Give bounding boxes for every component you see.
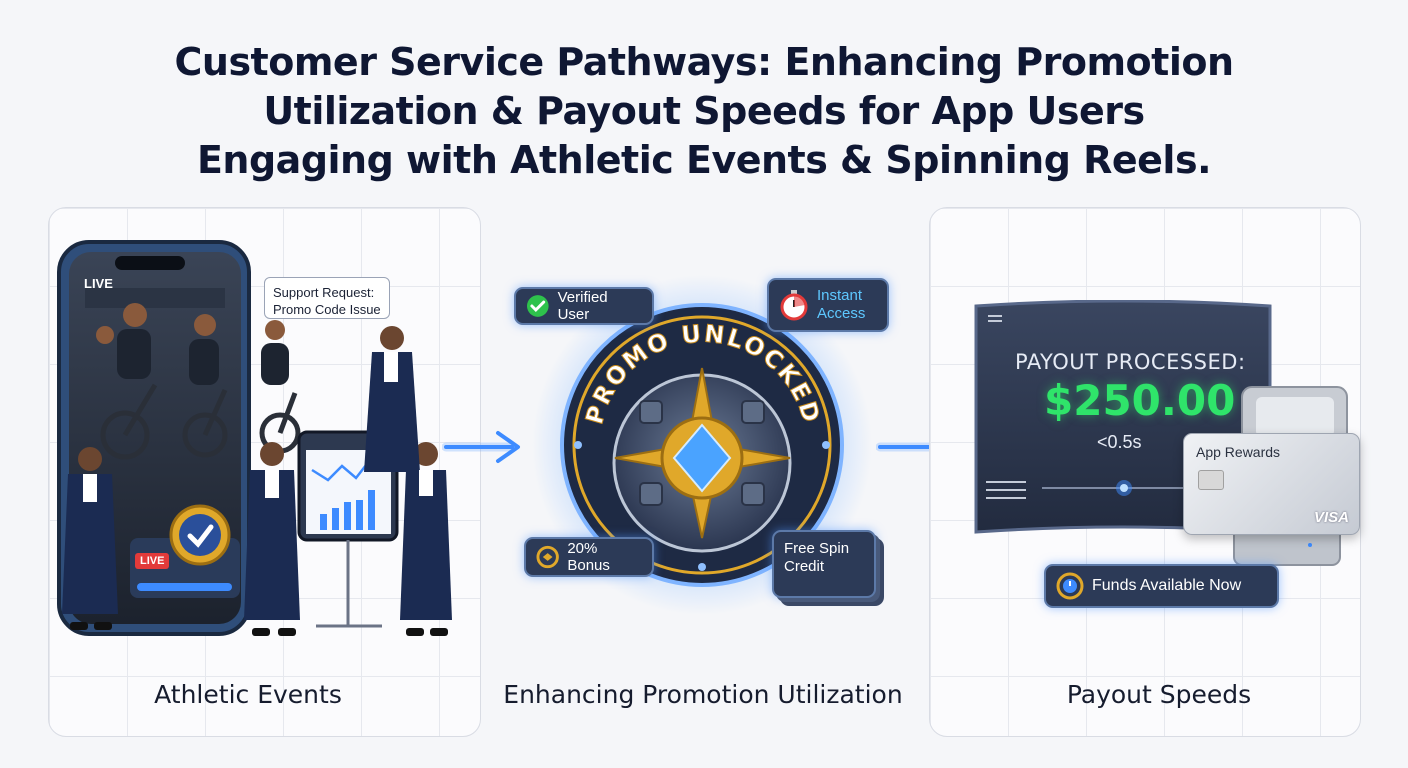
stopwatch-icon bbox=[780, 290, 808, 321]
support-request-line-2: Promo Code Issue bbox=[273, 302, 381, 317]
verified-user-text: Verified User bbox=[557, 289, 608, 323]
payout-speeds-label: Payout Speeds bbox=[1066, 680, 1252, 709]
support-request-line-1: Support Request: bbox=[273, 285, 375, 300]
instant-access-badge: Instant Access bbox=[767, 278, 889, 332]
title-line-1: Customer Service Pathways: Enhancing Pro… bbox=[174, 40, 1235, 84]
card-title: App Rewards bbox=[1196, 444, 1281, 460]
payout-speed-text: <0.5s bbox=[1097, 432, 1142, 452]
athletic-events-label: Athletic Events bbox=[154, 680, 342, 709]
instant-access-line-2: Access bbox=[817, 305, 866, 322]
live-label-top: LIVE bbox=[84, 276, 113, 291]
free-spin-line-1: Free Spin bbox=[784, 540, 850, 557]
free-spin-credit-card: Free Spin Credit bbox=[772, 530, 876, 598]
cyclists-illustration bbox=[96, 303, 301, 460]
page-title: Customer Service Pathways: Enhancing Pro… bbox=[0, 38, 1408, 185]
funds-available-text: Funds Available Now bbox=[1092, 577, 1242, 594]
app-rewards-card: App Rewards VISA bbox=[1183, 433, 1360, 535]
payout-amount: $250.00 bbox=[1044, 376, 1236, 425]
bonus-coin-icon bbox=[536, 545, 559, 569]
card-brand: VISA bbox=[1313, 509, 1349, 526]
promotion-utilization-label: Enhancing Promotion Utilization bbox=[503, 680, 903, 709]
green-check-icon bbox=[526, 295, 549, 317]
card-reader-icon bbox=[1233, 386, 1348, 566]
card-chip-icon bbox=[1198, 470, 1224, 490]
verified-check-medal-icon bbox=[169, 504, 231, 566]
payout-processed-text: PAYOUT PROCESSED: bbox=[1015, 350, 1246, 374]
flow-arrow-1 bbox=[442, 431, 520, 463]
funds-available-badge: Funds Available Now bbox=[1044, 564, 1279, 608]
title-line-2: Utilization & Payout Speeds for App User… bbox=[263, 89, 1145, 133]
title-line-3: Engaging with Athletic Events & Spinning… bbox=[196, 138, 1212, 182]
bonus-badge: 20% Bonus bbox=[524, 537, 654, 577]
funds-clock-icon bbox=[1056, 572, 1084, 600]
verified-user-badge: Verified User bbox=[514, 287, 654, 325]
business-people-illustration bbox=[62, 326, 452, 636]
bonus-text: 20% Bonus bbox=[567, 540, 610, 574]
support-request-note: Support Request: Promo Code Issue bbox=[264, 277, 390, 319]
live-badge-bottom: LIVE bbox=[135, 553, 170, 569]
free-spin-line-2: Credit bbox=[784, 558, 825, 575]
instant-access-line-1: Instant bbox=[817, 287, 863, 304]
